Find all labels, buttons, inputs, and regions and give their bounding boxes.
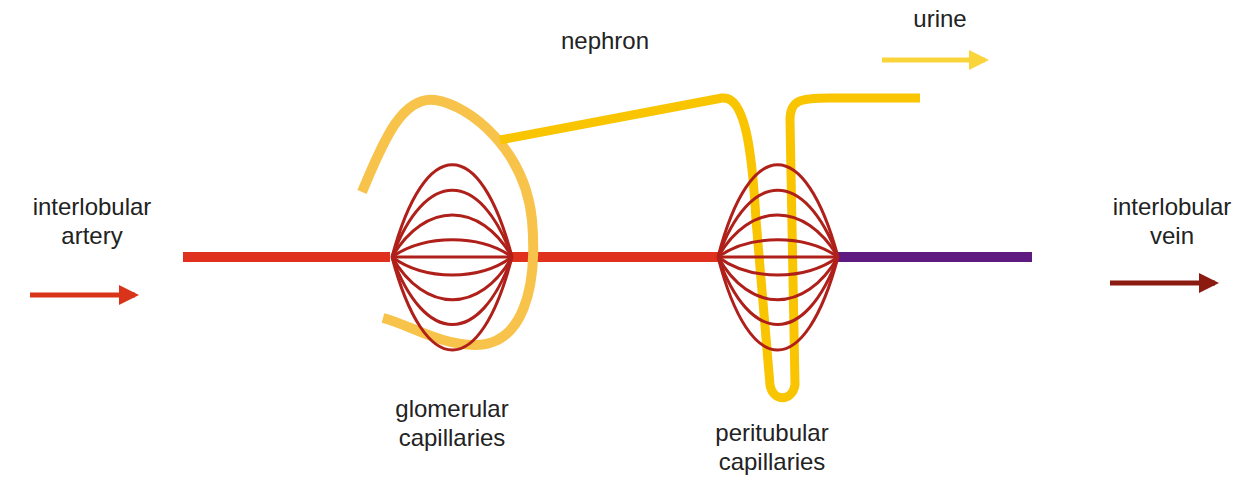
vein-flow-arrow [1110, 281, 1215, 286]
renal-tubule [500, 98, 920, 398]
urine-flow-arrow [882, 58, 985, 63]
structure-label: glomerular capillaries [377, 394, 527, 452]
structure-label: nephron [525, 26, 685, 55]
venous-vessel [836, 252, 1032, 262]
afferent-vessel [183, 252, 390, 262]
glomerular-capillary-tuft [392, 165, 512, 350]
flow-label: urine [880, 4, 1000, 33]
efferent-vessel [512, 252, 720, 262]
peritubular-capillary-network [718, 165, 838, 350]
vessel-label: interlobular artery [17, 192, 167, 250]
structure-label: peritubular capillaries [697, 418, 847, 476]
vessel-label: interlobular vein [1102, 192, 1242, 250]
artery-flow-arrow [30, 293, 135, 298]
